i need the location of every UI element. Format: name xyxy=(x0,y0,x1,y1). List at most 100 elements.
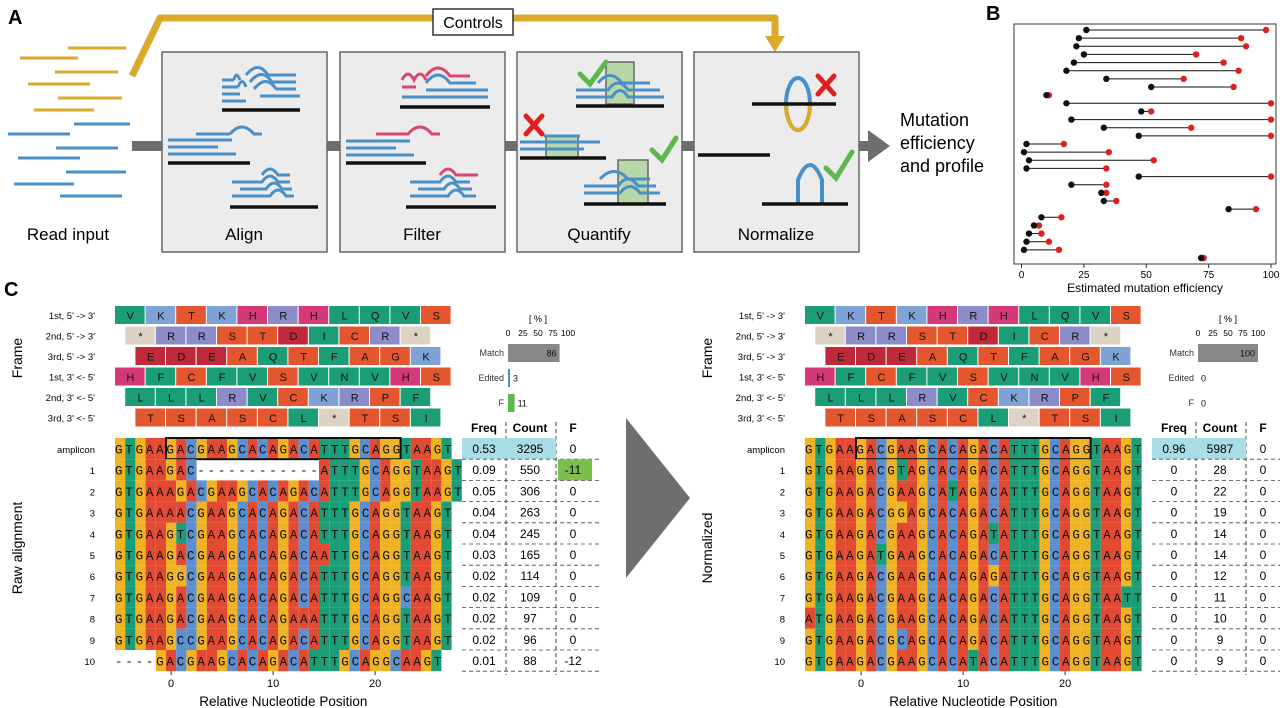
amino-acid-label: V xyxy=(249,372,257,384)
percent-bar-value: 0 xyxy=(1201,374,1206,384)
amino-acid-label: L xyxy=(1031,311,1037,323)
nucleotide-cell xyxy=(257,650,268,672)
amino-acid-label: E xyxy=(147,352,154,364)
nucleotide-cell xyxy=(155,628,166,650)
nucleotide-cell xyxy=(186,607,197,629)
amino-acid-label: D xyxy=(290,331,298,343)
nucleotide-cell xyxy=(410,544,421,566)
step-box-quantify xyxy=(516,51,683,253)
amino-acid-label: I xyxy=(1115,413,1118,425)
amino-acid-label: L xyxy=(827,393,833,405)
nucleotide-cell xyxy=(421,438,432,460)
efficiency-point-black xyxy=(1063,67,1070,74)
nucleotide-cell xyxy=(1090,586,1101,608)
amino-acid-cell xyxy=(288,347,318,365)
frame-row-label: 1st, 5' -> 3' xyxy=(49,311,95,322)
amino-acid-cell xyxy=(1070,408,1100,427)
nucleotide-cell xyxy=(206,544,217,566)
nucleotide-cell xyxy=(1131,544,1142,566)
step-label-normalize: Normalize xyxy=(738,225,815,244)
nucleotide-cell xyxy=(958,438,969,460)
nucleotide-cell xyxy=(308,565,319,587)
nucleotide-cell xyxy=(1039,544,1050,566)
nucleotide-cell xyxy=(876,586,887,608)
nucleotide-cell xyxy=(370,438,381,460)
nucleotide-cell xyxy=(968,650,979,672)
sequence-row-label: 4 xyxy=(90,530,95,541)
bar-label: Edited xyxy=(478,373,504,383)
nucleotide-cell xyxy=(917,480,928,502)
nucleotide-cell xyxy=(978,628,989,650)
nucleotide-cell xyxy=(1090,628,1101,650)
amino-acid-label: I xyxy=(1013,331,1016,343)
nucleotide-cell xyxy=(866,544,877,566)
bar-label: Match xyxy=(1169,348,1194,358)
amino-acid-label: * xyxy=(1104,331,1109,343)
nucleotide-cell xyxy=(805,607,816,629)
count-cell: 96 xyxy=(523,633,537,647)
count-cell: 263 xyxy=(520,506,540,520)
amino-acid-label: R xyxy=(969,311,977,323)
nucleotide-cell xyxy=(431,480,442,502)
nucleotide-cell xyxy=(907,438,918,460)
count-cell: 306 xyxy=(520,484,540,498)
nucleotide-cell xyxy=(329,459,340,481)
amino-acid-label: K xyxy=(847,311,855,323)
amino-acid-label: P xyxy=(382,393,389,405)
nucleotide-cell xyxy=(1100,628,1111,650)
amino-acid-label: R xyxy=(888,331,896,343)
amino-acid-cell xyxy=(968,326,998,345)
efficiency-point-red xyxy=(1105,148,1113,156)
nucleotide-cell xyxy=(421,501,432,523)
nucleotide-cell xyxy=(135,628,146,650)
nucleotide-cell xyxy=(1009,459,1020,481)
efficiency-point-black xyxy=(1068,181,1075,188)
nucleotide-cell xyxy=(1060,628,1071,650)
nucleotide-cell xyxy=(359,501,370,523)
nucleotide-cell xyxy=(421,544,432,566)
efficiency-point-red xyxy=(1267,132,1275,140)
nucleotide-cell xyxy=(866,438,877,460)
nucleotide-cell xyxy=(349,522,360,544)
nucleotide-cell xyxy=(247,438,258,460)
efficiency-point-black xyxy=(1100,197,1108,205)
amino-acid-cell xyxy=(166,408,196,427)
frame-row-label: 3rd, 5' -> 3' xyxy=(738,352,785,363)
bar-label: F xyxy=(1189,398,1195,408)
nucleotide-cell xyxy=(115,438,126,460)
nucleotide-cell xyxy=(1121,565,1132,587)
freq-cell: 0 xyxy=(1171,590,1178,604)
nucleotide-cell xyxy=(308,586,319,608)
nucleotide-cell xyxy=(988,544,999,566)
nucleotide-cell xyxy=(155,607,166,629)
amino-acid-cell xyxy=(886,347,917,365)
amino-acid-cell xyxy=(968,388,998,406)
nucleotide-cell xyxy=(1090,565,1101,587)
nucleotide-cell xyxy=(441,586,452,608)
amino-acid-cell xyxy=(1019,367,1049,386)
nucleotide-cell xyxy=(125,459,136,481)
nucleotide-cell xyxy=(329,480,340,502)
nucleotide-cell xyxy=(431,522,442,544)
nucleotide-cell xyxy=(370,650,381,672)
amino-acid-cell xyxy=(115,367,145,386)
frame-row-label: 3rd, 5' -> 3' xyxy=(48,352,95,363)
nucleotide-cell xyxy=(237,628,248,650)
nucleotide-cell xyxy=(1029,522,1040,544)
nucleotide-cell xyxy=(917,438,928,460)
step-box-normalize xyxy=(693,51,860,253)
amino-acid-cell xyxy=(876,388,906,406)
nucleotide-cell xyxy=(1131,628,1142,650)
nucleotide-cell xyxy=(815,501,826,523)
freq-cell: 0.01 xyxy=(472,654,496,668)
sequence-text: GTGAAGACGAAGCACAGACATTTGCAGGTAAGT xyxy=(115,444,452,458)
nucleotide-cell xyxy=(298,607,309,629)
nucleotide-cell xyxy=(339,459,350,481)
amino-acid-label: D xyxy=(177,352,185,364)
nucleotide-cell xyxy=(421,650,432,672)
nucleotide-cell xyxy=(237,438,248,460)
nucleotide-cell xyxy=(1111,586,1122,608)
amino-acid-cell xyxy=(349,347,380,365)
nucleotide-cell xyxy=(1049,438,1060,460)
nucleotide-cell xyxy=(268,586,279,608)
